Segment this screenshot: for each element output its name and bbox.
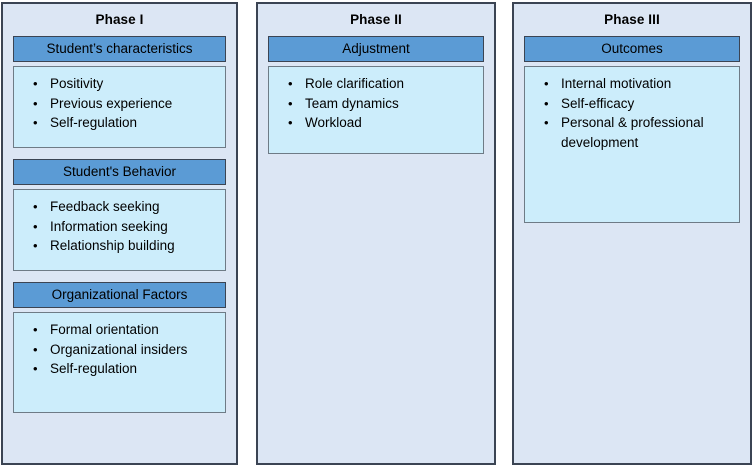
- group-header-organizational-factors: Organizational Factors: [13, 282, 226, 308]
- phase-title-1: Phase I: [95, 12, 144, 27]
- group-body-adjustment: Role clarification Team dynamics Workloa…: [268, 66, 484, 154]
- phase-title-3: Phase III: [604, 12, 660, 27]
- list-item: Personal & professional development: [544, 113, 733, 152]
- list-item: Team dynamics: [288, 94, 477, 114]
- list-item: Role clarification: [288, 74, 477, 94]
- group-header-adjustment: Adjustment: [268, 36, 484, 62]
- phase-title-2: Phase II: [350, 12, 402, 27]
- phase-panel-3: Phase III Outcomes Internal motivation S…: [512, 2, 752, 465]
- list-item: Formal orientation: [33, 320, 219, 340]
- list-item: Feedback seeking: [33, 197, 219, 217]
- group-student-characteristics: Student’s characteristics Positivity Pre…: [13, 36, 226, 148]
- group-organizational-factors: Organizational Factors Formal orientatio…: [13, 282, 226, 413]
- group-body-student-behavior: Feedback seeking Information seeking Rel…: [13, 189, 226, 271]
- list-organizational-factors: Formal orientation Organizational inside…: [20, 320, 219, 379]
- group-header-student-behavior: Student's Behavior: [13, 159, 226, 185]
- list-item: Self-regulation: [33, 359, 219, 379]
- list-student-behavior: Feedback seeking Information seeking Rel…: [20, 197, 219, 256]
- group-header-student-characteristics: Student’s characteristics: [13, 36, 226, 62]
- group-adjustment: Adjustment Role clarification Team dynam…: [268, 36, 484, 154]
- list-item: Organizational insiders: [33, 340, 219, 360]
- list-item: Self-efficacy: [544, 94, 733, 114]
- list-outcomes: Internal motivation Self-efficacy Person…: [531, 74, 733, 152]
- phase-panel-1: Phase I Student’s characteristics Positi…: [1, 2, 238, 465]
- group-body-outcomes: Internal motivation Self-efficacy Person…: [524, 66, 740, 223]
- group-student-behavior: Student's Behavior Feedback seeking Info…: [13, 159, 226, 271]
- list-item: Positivity: [33, 74, 219, 94]
- list-student-characteristics: Positivity Previous experience Self-regu…: [20, 74, 219, 133]
- list-item: Workload: [288, 113, 477, 133]
- list-item: Self-regulation: [33, 113, 219, 133]
- list-item: Previous experience: [33, 94, 219, 114]
- list-item: Information seeking: [33, 217, 219, 237]
- group-header-outcomes: Outcomes: [524, 36, 740, 62]
- phase-panel-2: Phase II Adjustment Role clarification T…: [256, 2, 496, 465]
- group-body-organizational-factors: Formal orientation Organizational inside…: [13, 312, 226, 413]
- list-item: Internal motivation: [544, 74, 733, 94]
- group-outcomes: Outcomes Internal motivation Self-effica…: [524, 36, 740, 223]
- list-adjustment: Role clarification Team dynamics Workloa…: [275, 74, 477, 133]
- group-body-student-characteristics: Positivity Previous experience Self-regu…: [13, 66, 226, 148]
- list-item: Relationship building: [33, 236, 219, 256]
